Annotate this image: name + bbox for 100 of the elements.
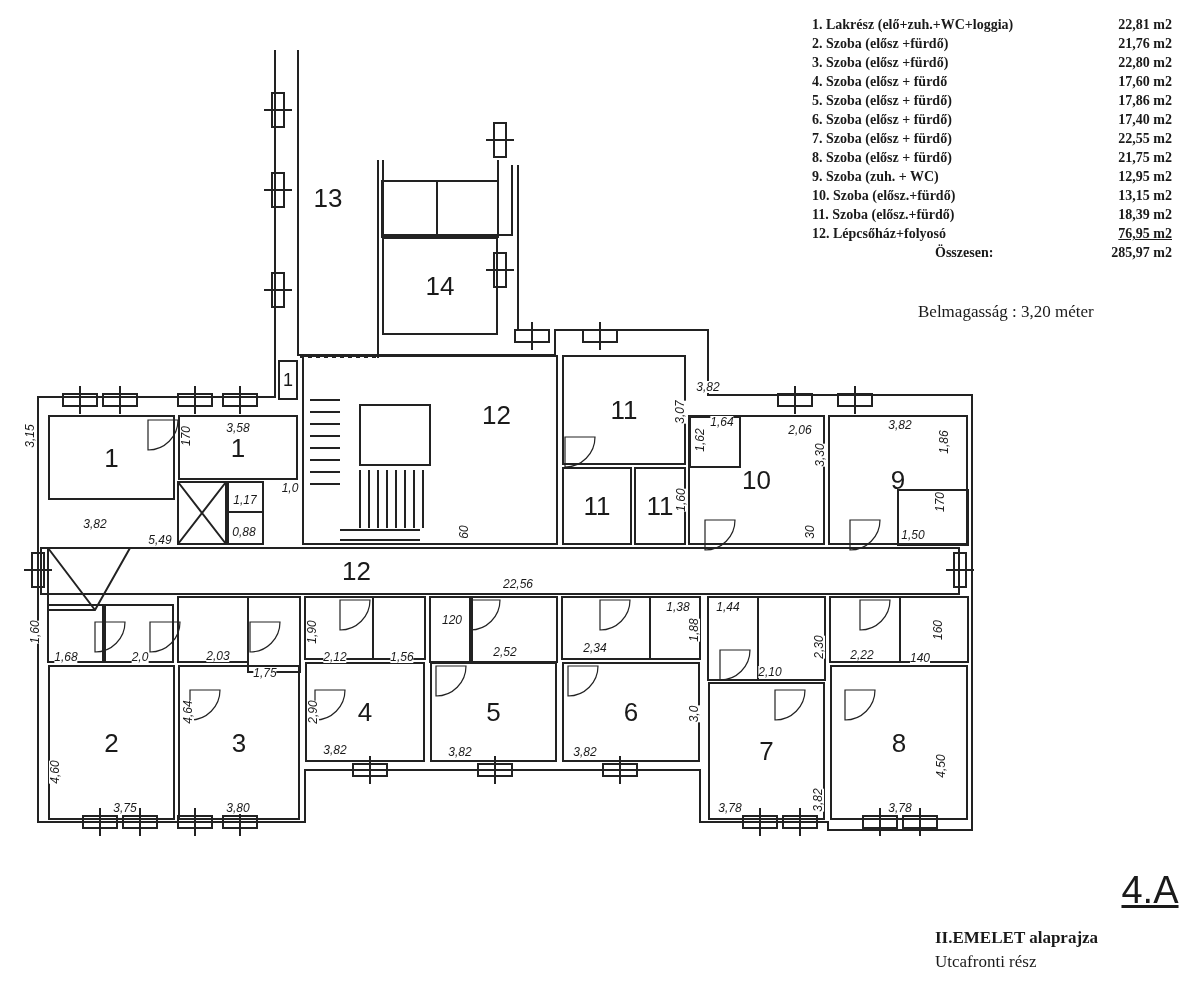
ceiling-height-note: Belmagasság : 3,20 méter [918, 303, 1094, 320]
dimension-label: 3,0 [688, 705, 700, 723]
room-outline [688, 415, 825, 545]
area-value: 12,95 m2 [1118, 170, 1172, 184]
dimension-label: 2,12 [323, 651, 347, 663]
room-number: 13 [313, 184, 343, 211]
dimension-label: 3,82 [812, 788, 824, 812]
room-number: 10 [742, 467, 771, 493]
area-table-text: 5. Szoba (elősz + fürdő) [812, 94, 952, 108]
dimension-label: 2,06 [788, 424, 812, 436]
dimension-label: 3,80 [226, 802, 250, 814]
area-table-text: 1. Lakrész (elő+zuh.+WC+loggia) [812, 18, 1014, 32]
room-outline [40, 547, 960, 595]
room-number: 1 [283, 371, 293, 389]
room-number: 4 [357, 699, 373, 725]
dimension-label: 3,07 [674, 400, 686, 424]
area-table-text: 11. Szoba (elősz.+fürdő) [812, 208, 955, 222]
room-outline [430, 662, 557, 762]
room-number: 14 [425, 273, 455, 299]
room-outline [828, 415, 968, 545]
dimension-label: 1,62 [694, 428, 706, 452]
dimension-label: 3,82 [888, 419, 912, 431]
area-value: 21,76 m2 [1118, 37, 1172, 51]
area-value: 285,97 m2 [1111, 246, 1172, 260]
area-table-text: 10. Szoba (elősz.+fürdő) [812, 189, 956, 203]
room-number: 1 [104, 444, 119, 471]
dimension-label: 1,50 [901, 529, 925, 541]
room-number: 12 [482, 402, 511, 428]
dimension-label: 3,82 [83, 518, 107, 530]
dimension-label: 170 [180, 426, 192, 446]
area-value: 13,15 m2 [1118, 189, 1172, 203]
room-number: 12 [342, 558, 371, 584]
area-value: 76,95 m2 [1118, 227, 1172, 241]
dimension-label: 4,60 [49, 760, 61, 784]
area-value: 21,75 m2 [1118, 151, 1172, 165]
dimension-label: 2,0 [131, 651, 149, 663]
dimension-label: 1,86 [938, 430, 950, 454]
room-outline [48, 665, 175, 820]
area-table-text: 8. Szoba (elősz + fürdő) [812, 151, 952, 165]
room-outline [382, 237, 498, 335]
dimension-label: 3,75 [113, 802, 137, 814]
plan-caption: Utcafronti rész [935, 952, 1037, 972]
area-table-text: 4. Szoba (elősz + fürdő [812, 75, 948, 89]
area-table-text: 2. Szoba (elősz +fürdő) [812, 37, 949, 51]
dimension-label: 1,75 [253, 667, 277, 679]
area-value: 22,55 m2 [1118, 132, 1172, 146]
area-value: 17,86 m2 [1118, 94, 1172, 108]
dimension-label: 4,64 [182, 700, 194, 724]
room-outline [178, 665, 300, 820]
sheet-number: 4.A [1121, 871, 1179, 909]
room-number: 9 [890, 467, 906, 493]
room-number: 2 [104, 729, 119, 756]
area-value: 22,81 m2 [1118, 18, 1172, 32]
dimension-label: 3,82 [323, 744, 347, 756]
room-outline [708, 682, 825, 820]
dimension-label: 4,50 [935, 754, 947, 778]
dimension-label: 160 [932, 620, 944, 640]
area-value: 22,80 m2 [1118, 56, 1172, 70]
area-value: 17,40 m2 [1118, 113, 1172, 127]
dimension-label: 170 [934, 492, 946, 512]
dimension-label: 1,64 [710, 416, 734, 428]
area-value: 18,39 m2 [1118, 208, 1172, 222]
room-number: 11 [583, 493, 611, 519]
area-table-text: 9. Szoba (zuh. + WC) [812, 170, 939, 184]
area-table-text: Összesen: [935, 246, 994, 260]
room-outline [305, 662, 425, 762]
room-outline [278, 360, 298, 400]
plan-title: II.EMELET alaprajza [935, 928, 1099, 948]
room-number: 6 [623, 699, 639, 725]
dimension-label: 1,56 [390, 651, 414, 663]
dimension-label: 22,56 [503, 578, 533, 590]
dimension-label: 3,82 [696, 381, 720, 393]
dimension-label: 3,30 [814, 443, 826, 467]
dimension-label: 120 [442, 614, 462, 626]
dimension-label: 30 [804, 525, 816, 539]
dimension-label: 1,60 [29, 620, 41, 644]
area-table-text: 12. Lépcsőház+folyosó [812, 227, 946, 241]
dimension-label: 1,60 [675, 488, 687, 512]
room-number: 7 [759, 738, 774, 764]
dimension-label: 3,78 [718, 802, 742, 814]
area-table-text: 7. Szoba (elősz + fürdő) [812, 132, 952, 146]
dimension-label: 3,58 [226, 422, 250, 434]
area-table-text: 3. Szoba (elősz +fürdő) [812, 56, 949, 70]
area-table-text: 6. Szoba (elősz + fürdő) [812, 113, 952, 127]
dimension-label: 1,88 [688, 618, 700, 642]
room-number: 1 [230, 434, 246, 461]
room-outline [48, 415, 175, 500]
room-number: 8 [891, 729, 907, 756]
room-number: 11 [646, 493, 674, 519]
room-number: 5 [486, 699, 501, 725]
dimension-label: 2,22 [850, 649, 874, 661]
room-outline [302, 355, 558, 545]
room-number: 3 [231, 729, 247, 756]
area-value: 17,60 m2 [1118, 75, 1172, 89]
dimension-label: 3,82 [573, 746, 597, 758]
room-outline [562, 467, 632, 545]
room-number: 11 [610, 397, 638, 423]
dimension-label: 1,0 [281, 482, 299, 494]
dimension-label: 60 [458, 525, 470, 539]
room-outline [562, 662, 700, 762]
